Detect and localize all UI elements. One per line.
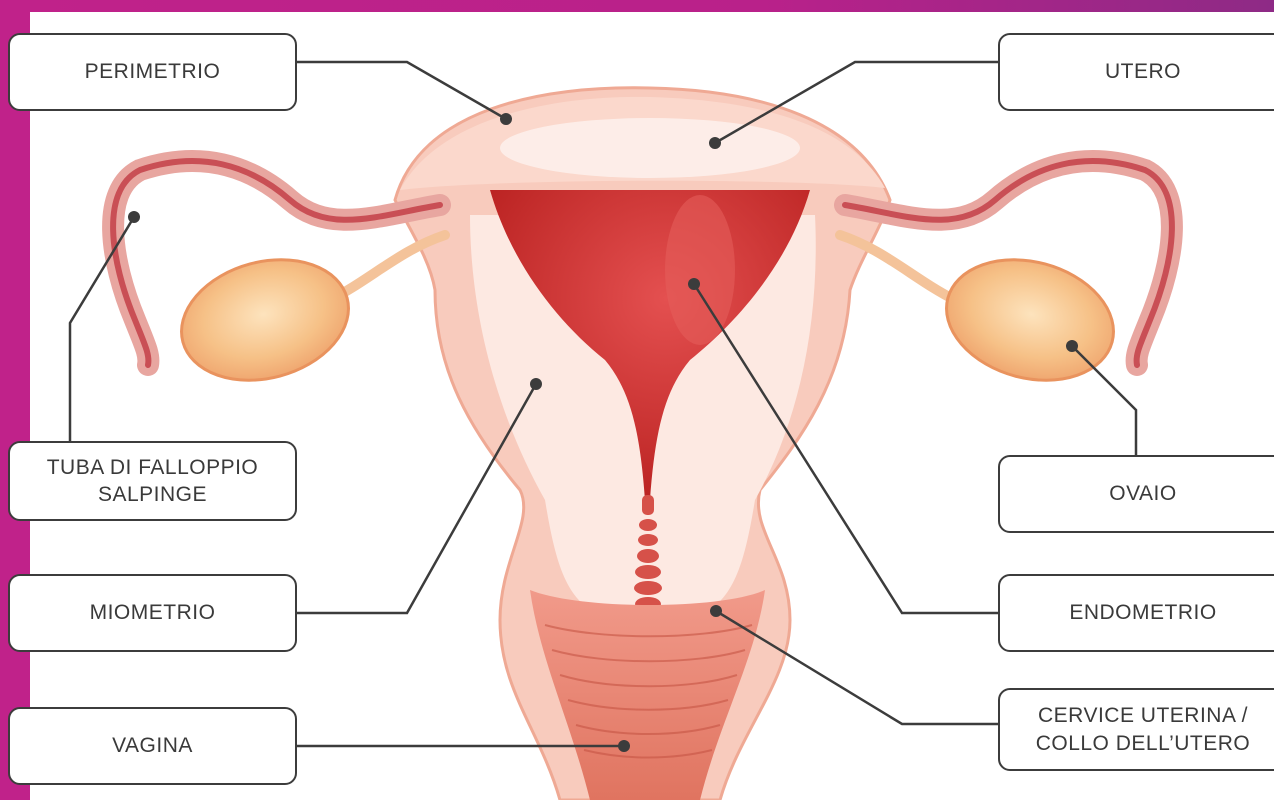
dot-miometrio [530,378,542,390]
dot-vagina [618,740,630,752]
label-vagina: VAGINA [8,707,297,785]
label-utero: UTERO [998,33,1274,111]
label-perimetrio: PERIMETRIO [8,33,297,111]
dot-utero [709,137,721,149]
label-endometrio: ENDOMETRIO [998,574,1274,652]
uterus-body [395,88,890,800]
dot-tuba [128,211,140,223]
label-tuba-di-falloppio: TUBA DI FALLOPPIO SALPINGE [8,441,297,521]
dot-cervice [710,605,722,617]
label-ovaio: OVAIO [998,455,1274,533]
dot-endometrio [688,278,700,290]
dot-perimetrio [500,113,512,125]
label-miometrio: MIOMETRIO [8,574,297,652]
dot-ovaio [1066,340,1078,352]
label-cervice-uterina: CERVICE UTERINA / COLLO DELL’UTERO [998,688,1274,771]
